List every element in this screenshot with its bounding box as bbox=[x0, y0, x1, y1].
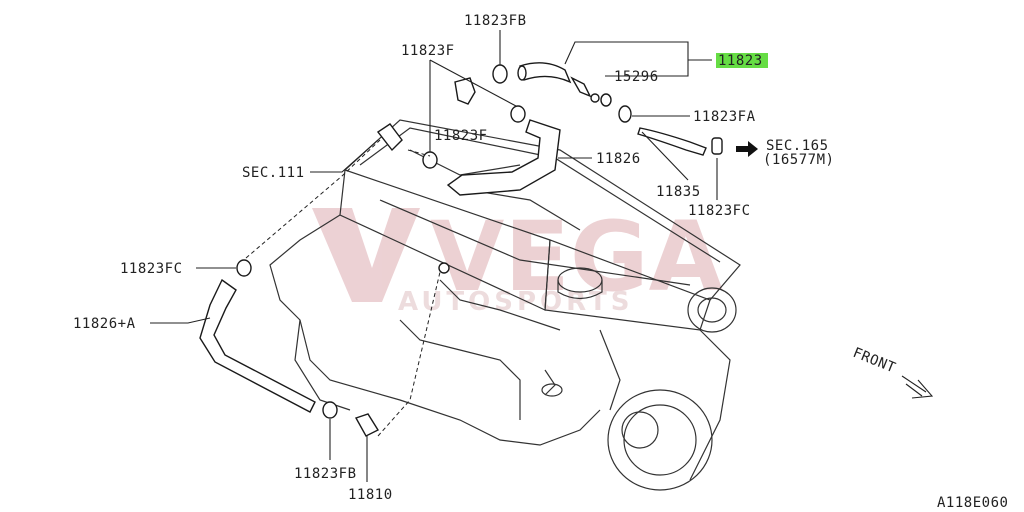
hose-11826a[interactable] bbox=[199, 278, 316, 413]
front-direction-icon bbox=[901, 375, 934, 399]
arrow-right-icon bbox=[736, 141, 758, 157]
parts bbox=[199, 62, 723, 437]
label-11826[interactable]: 11826 bbox=[596, 151, 641, 167]
clamp-11823f-upper[interactable] bbox=[510, 105, 526, 123]
label-11810[interactable]: 11810 bbox=[348, 487, 393, 503]
label-sec111[interactable]: SEC.111 bbox=[242, 165, 305, 181]
hose-11826[interactable] bbox=[446, 119, 561, 196]
highlight-11823 bbox=[716, 53, 768, 68]
labels: 11823FB 11823F 11823 15296 11823FA 11823… bbox=[73, 13, 1008, 511]
label-11823fc-right[interactable]: 11823FC bbox=[688, 203, 751, 219]
leader-lines bbox=[150, 30, 718, 482]
clamp-11823fc-right[interactable] bbox=[711, 137, 723, 155]
label-11823fc-left[interactable]: 11823FC bbox=[120, 261, 183, 277]
clamp-11823fb-top[interactable] bbox=[492, 64, 508, 84]
label-15296[interactable]: 15296 bbox=[614, 69, 659, 85]
watermark-main: VEGA bbox=[430, 201, 723, 313]
connector-11810[interactable] bbox=[354, 413, 380, 437]
label-11823f-b[interactable]: 11823F bbox=[434, 128, 488, 144]
label-sec165-sub: (16577M) bbox=[763, 152, 834, 168]
hose-11823[interactable] bbox=[519, 62, 572, 84]
label-11823f-a[interactable]: 11823F bbox=[401, 43, 455, 59]
label-11823fb-bottom[interactable]: 11823FB bbox=[294, 466, 357, 482]
dashed-guides bbox=[245, 139, 441, 437]
clamp-11823fc-left[interactable] bbox=[236, 259, 252, 277]
clamp-11823fb-bottom[interactable] bbox=[322, 401, 338, 419]
engine-illustration bbox=[269, 119, 741, 491]
watermark: VEGA AUTOSPORTS bbox=[312, 201, 723, 317]
clamp-11823fa[interactable] bbox=[618, 105, 632, 123]
watermark-sub: AUTOSPORTS bbox=[398, 287, 633, 317]
label-11823fb-top[interactable]: 11823FB bbox=[464, 13, 527, 29]
label-11826a[interactable]: 11826+A bbox=[73, 316, 136, 332]
hose-11835[interactable] bbox=[637, 127, 707, 156]
label-11823[interactable]: 11823 bbox=[718, 53, 763, 69]
diagram-code: A118E060 bbox=[937, 495, 1008, 511]
label-11823fa[interactable]: 11823FA bbox=[693, 109, 756, 125]
label-11835[interactable]: 11835 bbox=[656, 184, 701, 200]
label-front: FRONT bbox=[851, 345, 898, 377]
pcv-valve-15296[interactable] bbox=[570, 76, 592, 98]
watermark-logo-mark bbox=[312, 208, 420, 302]
label-sec165[interactable]: SEC.165 bbox=[766, 138, 829, 154]
